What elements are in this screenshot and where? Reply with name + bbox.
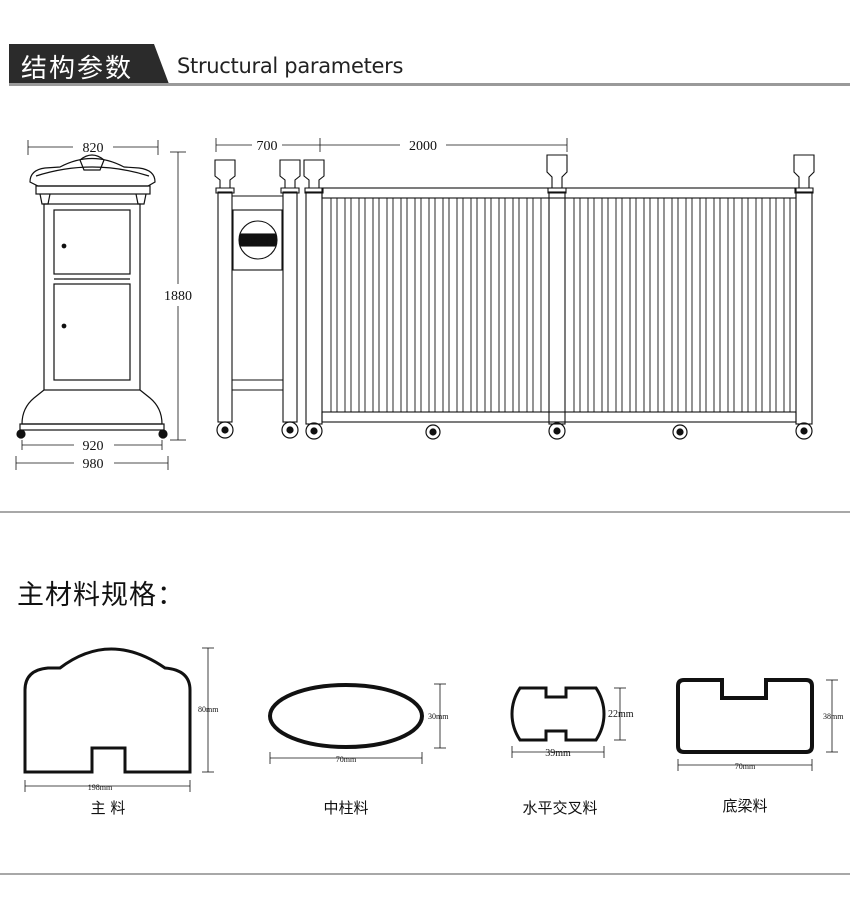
profile-horizontal-cross bbox=[510, 686, 626, 758]
cap-post-mid bbox=[546, 154, 568, 194]
header: 结构参数 Structural parameters bbox=[0, 0, 850, 100]
bottom-rail bbox=[321, 411, 797, 423]
pillar-plinth bbox=[19, 423, 165, 431]
gate-post-mid bbox=[548, 191, 566, 425]
nameplate-disc bbox=[238, 220, 278, 260]
pillar-lock-upper bbox=[61, 243, 67, 249]
profile-main-width: 198mm bbox=[88, 783, 113, 792]
profile-center-post bbox=[268, 683, 446, 764]
head-post-right bbox=[282, 191, 298, 423]
head-post-left bbox=[217, 191, 233, 423]
cap-post-end bbox=[793, 154, 815, 194]
wheel-7 bbox=[795, 422, 813, 440]
gate-post-1 bbox=[305, 191, 323, 425]
header-rule bbox=[9, 83, 850, 86]
gate-side-view bbox=[217, 187, 813, 425]
pillar-lock-lower bbox=[61, 323, 67, 329]
profile-cross-name: 水平交叉料 bbox=[522, 799, 597, 817]
profile-beam-width: 70mm bbox=[735, 762, 756, 771]
pillar-crown-ornament bbox=[79, 154, 105, 171]
pillar-wheel-left bbox=[16, 429, 26, 439]
pillar-crown-arc bbox=[35, 166, 150, 177]
section-divider-1 bbox=[0, 511, 850, 513]
section-divider-2 bbox=[0, 873, 850, 875]
wheel-6 bbox=[672, 424, 688, 440]
dim-980: 980 bbox=[83, 457, 104, 472]
dim-820: 820 bbox=[83, 141, 104, 156]
wheel-4 bbox=[425, 424, 441, 440]
profile-main-height: 80mm bbox=[198, 705, 219, 714]
post-caps bbox=[214, 154, 815, 194]
wheel-3 bbox=[305, 422, 323, 440]
pillar-door-lower bbox=[53, 283, 131, 381]
title-en: Structural parameters bbox=[177, 54, 404, 78]
cap-post-1 bbox=[303, 159, 325, 194]
title-cn: 结构参数 bbox=[21, 54, 134, 84]
profile-center-name: 中柱料 bbox=[323, 799, 368, 817]
cap-head-right bbox=[279, 159, 301, 194]
gate-bars bbox=[330, 198, 791, 412]
pillar-wheel-right bbox=[158, 429, 168, 439]
gate-wheels bbox=[216, 421, 813, 440]
profile-cross-height: 22mm bbox=[608, 709, 634, 720]
nameplate-badge bbox=[239, 233, 277, 247]
gate-post-end bbox=[795, 191, 813, 425]
dim-920: 920 bbox=[83, 439, 104, 454]
profile-center-height: 30mm bbox=[428, 712, 449, 721]
pillar-corbels bbox=[39, 193, 147, 205]
dim-2000: 2000 bbox=[409, 139, 437, 154]
wheel-2 bbox=[281, 421, 299, 439]
wheel-1 bbox=[216, 421, 234, 439]
dim-1880: 1880 bbox=[164, 289, 192, 304]
profile-bottom-beam bbox=[676, 678, 838, 771]
dim-700: 700 bbox=[257, 139, 278, 154]
title-badge: 结构参数 bbox=[9, 44, 169, 84]
profile-cross-width: 39mm bbox=[545, 748, 571, 759]
profile-beam-height: 38mm bbox=[823, 712, 844, 721]
cap-head-left bbox=[214, 159, 236, 194]
nameplate-frame bbox=[232, 209, 283, 271]
pillar-body bbox=[43, 203, 141, 391]
profile-center-width: 70mm bbox=[336, 755, 357, 764]
profile-main bbox=[23, 647, 214, 792]
pillar-base bbox=[21, 389, 163, 425]
pillar-door-upper bbox=[53, 209, 131, 275]
pillar-front-view bbox=[16, 154, 168, 439]
profile-beam-name: 底梁料 bbox=[722, 797, 767, 815]
nameplate-text: 金盾大门 bbox=[242, 236, 274, 246]
spec-title: 主材料规格： bbox=[17, 580, 185, 611]
profile-main-name: 主 料 bbox=[91, 799, 126, 817]
wheel-5 bbox=[548, 422, 566, 440]
pillar-cap-band bbox=[35, 185, 151, 195]
pillar-dimensions bbox=[15, 140, 186, 470]
